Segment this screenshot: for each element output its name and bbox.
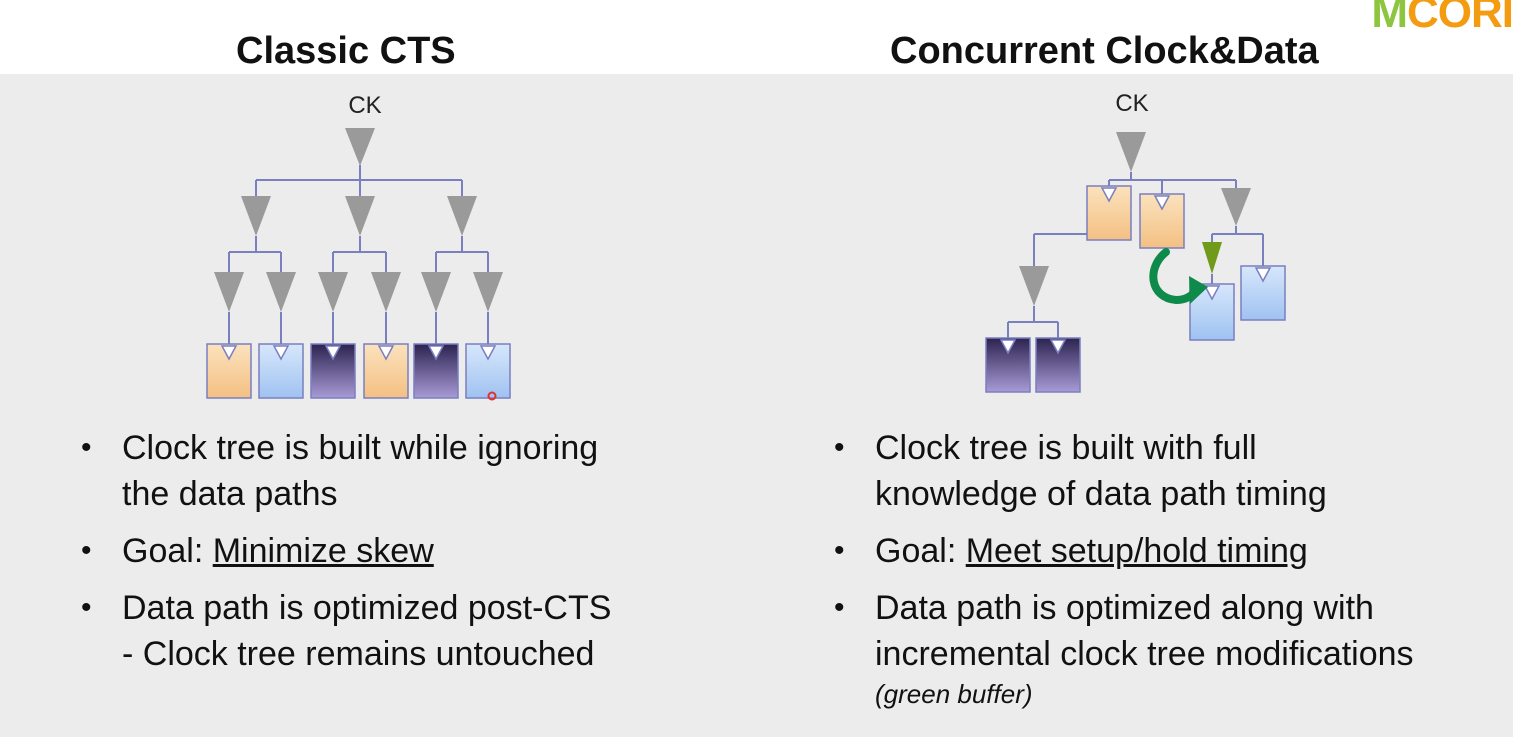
bullet-item: Clock tree is built with full knowledge … xyxy=(834,425,1414,517)
bullet-line: - Clock tree remains untouched xyxy=(122,635,595,673)
buffer-icon xyxy=(318,272,348,312)
goal-prefix: Goal: xyxy=(122,532,213,570)
clock-source-label: CK xyxy=(1115,90,1148,117)
goal-text: Minimize skew xyxy=(212,532,434,570)
clock-buffers xyxy=(1019,132,1251,306)
green-buffer-note: (green buffer) xyxy=(875,679,1033,709)
bullet-line: Data path is optimized post-CTS xyxy=(122,589,612,627)
buffer-icon xyxy=(1019,266,1049,306)
header-band xyxy=(0,0,1513,74)
bullet-item: Data path is optimized post-CTS - Clock … xyxy=(81,585,612,677)
goal-text: Meet setup/hold timing xyxy=(965,532,1308,570)
bullet-line: Data path is optimized along with xyxy=(875,589,1374,627)
goal-prefix: Goal: xyxy=(875,532,966,570)
green-data-arrow-icon xyxy=(1149,248,1208,305)
buffer-icon xyxy=(1221,188,1251,226)
root-buffer-icon xyxy=(1116,132,1146,172)
buffer-icon xyxy=(473,272,503,312)
buffer-icon xyxy=(241,196,271,236)
cursor-dot xyxy=(487,391,497,401)
concurrent-tree: CK xyxy=(985,90,1286,393)
bullet-line: incremental clock tree modifications xyxy=(875,635,1414,673)
bullet-line: knowledge of data path timing xyxy=(875,475,1327,513)
flip-flops xyxy=(206,343,511,399)
clock-wires xyxy=(228,165,489,346)
green-buffer-icon xyxy=(1202,242,1222,274)
buffer-icon xyxy=(421,272,451,312)
concurrent-clock-data-title: Concurrent Clock&Data xyxy=(890,30,1319,72)
classic-cts-tree: CK xyxy=(206,92,511,401)
bullet-item: Goal: Minimize skew xyxy=(81,528,611,574)
root-buffer-icon xyxy=(345,128,375,166)
buffer-icon xyxy=(447,196,477,236)
classic-cts-bullets: Clock tree is built while ignoring the d… xyxy=(81,425,612,688)
bullet-item: Goal: Meet setup/hold timing xyxy=(834,528,1414,574)
buffer-icon xyxy=(371,272,401,312)
clock-pin-markers xyxy=(999,187,1272,355)
bullet-item: Data path is optimized along with increm… xyxy=(834,585,1414,709)
company-logo: MCORI xyxy=(1371,0,1513,37)
clock-source-label: CK xyxy=(348,92,381,119)
classic-cts-title: Classic CTS xyxy=(236,30,456,72)
bullet-line: Clock tree is built with full xyxy=(875,429,1257,467)
buffer-icon xyxy=(345,196,375,236)
clock-pin-markers xyxy=(220,345,497,361)
bullet-line: Clock tree is built while ignoring xyxy=(122,429,599,467)
clock-buffers xyxy=(214,128,503,312)
buffer-icon xyxy=(266,272,296,312)
concurrent-bullets: Clock tree is built with full knowledge … xyxy=(834,425,1414,720)
buffer-icon xyxy=(214,272,244,312)
bullet-item: Clock tree is built while ignoring the d… xyxy=(81,425,611,517)
bullet-line: the data paths xyxy=(122,475,338,513)
